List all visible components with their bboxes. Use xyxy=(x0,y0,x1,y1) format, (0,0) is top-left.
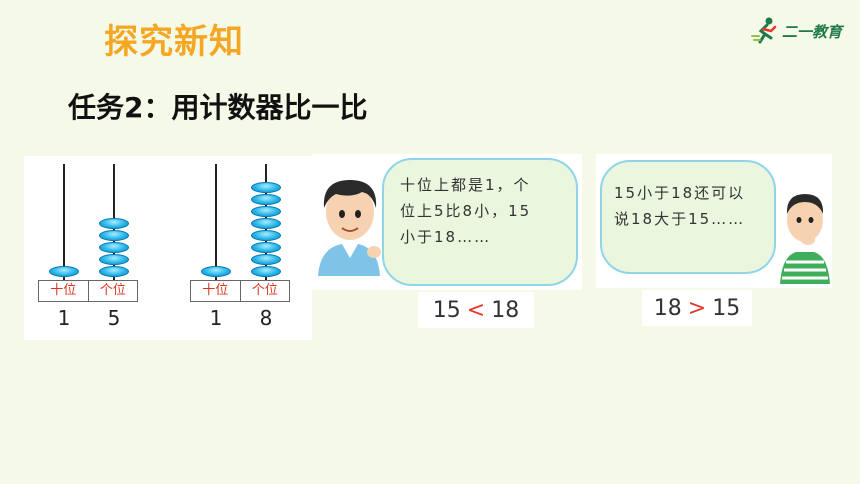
comparison-18-gt-15: 18 > 15 xyxy=(642,290,752,326)
abacus-bead xyxy=(201,266,231,277)
speech-line: 位上5比8小，15 xyxy=(400,202,532,220)
ones-digit: 5 xyxy=(107,306,121,330)
speech-panel-boy2: 15小于18还可以 说18大于15…… xyxy=(596,154,832,288)
less-than-symbol: < xyxy=(466,297,486,323)
abacus-bead xyxy=(251,230,281,241)
speech-line: 十位上都是1，个 xyxy=(400,176,531,194)
compare-left: 18 xyxy=(653,295,682,321)
abacus-bead xyxy=(99,254,129,265)
compare-left: 15 xyxy=(432,297,461,323)
abacus-15: 十位 个位 1 5 xyxy=(38,156,138,340)
abacus-bead xyxy=(99,218,129,229)
abacus-bead xyxy=(251,194,281,205)
compare-right: 15 xyxy=(712,295,741,321)
task-title: 任务2：用计数器比一比 xyxy=(68,91,368,124)
logo: 二一教育 xyxy=(750,14,846,48)
section-title: 探究新知 xyxy=(104,22,244,62)
compare-right: 18 xyxy=(491,297,520,323)
abacus-18: 十位 个位 1 8 xyxy=(190,156,290,340)
abacus-bead xyxy=(99,266,129,277)
tens-digit: 1 xyxy=(57,306,71,330)
abacus-panel: 十位 个位 1 5 十位 个位 1 8 xyxy=(24,156,312,340)
tens-label: 十位 xyxy=(50,283,77,298)
ones-digit: 8 xyxy=(259,306,273,330)
abacus-bead xyxy=(251,254,281,265)
ones-label: 个位 xyxy=(87,281,138,301)
logo-text: 二一教育 xyxy=(782,22,843,41)
abacus-bead xyxy=(99,242,129,253)
tens-label: 十位 xyxy=(202,283,229,298)
place-label-box: 十位 个位 xyxy=(38,280,138,302)
comparison-15-lt-18: 15 < 18 xyxy=(418,292,534,328)
runner-logo-icon xyxy=(751,17,777,44)
speech-line: 说18大于15…… xyxy=(614,210,746,228)
ones-label: 个位 xyxy=(239,281,290,301)
thinking-boy-icon xyxy=(780,194,830,284)
abacus-bead xyxy=(251,206,281,217)
speech-line: 15小于18还可以 xyxy=(614,184,746,202)
abacus-bead xyxy=(251,218,281,229)
abacus-bead xyxy=(251,182,281,193)
abacus-bead xyxy=(251,242,281,253)
speech-bubble: 十位上都是1，个 位上5比8小，15 小于18…… xyxy=(382,158,578,286)
tens-rod xyxy=(63,164,65,280)
abacus-bead xyxy=(251,266,281,277)
boy-character-icon xyxy=(318,180,381,276)
place-label-box: 十位 个位 xyxy=(190,280,290,302)
speech-panel-boy1: 十位上都是1，个 位上5比8小，15 小于18…… xyxy=(312,154,582,290)
greater-than-symbol: > xyxy=(687,295,707,321)
abacus-bead xyxy=(99,230,129,241)
speech-bubble: 15小于18还可以 说18大于15…… xyxy=(600,160,776,274)
speech-line: 小于18…… xyxy=(400,228,492,246)
tens-digit: 1 xyxy=(209,306,223,330)
abacus-bead xyxy=(49,266,79,277)
tens-rod xyxy=(215,164,217,280)
